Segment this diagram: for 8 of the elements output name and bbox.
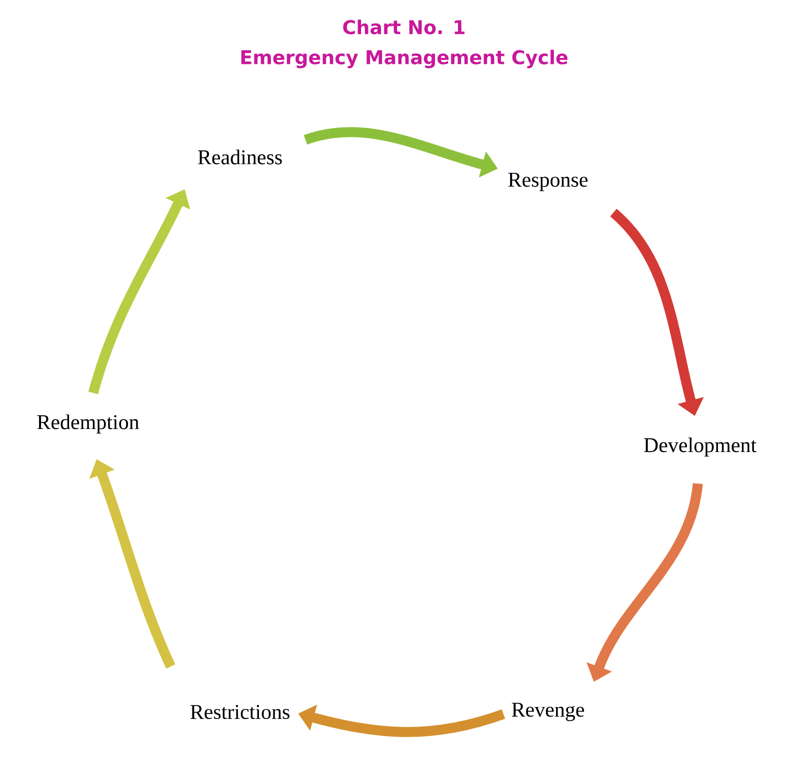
node-label: Development <box>644 437 756 456</box>
node-label: Restrictions <box>190 704 290 720</box>
node-label: Response <box>508 172 588 192</box>
node-label: Readiness <box>198 150 282 164</box>
node-label: Revenge <box>512 702 584 722</box>
title: Emergency Management Cycle <box>241 50 568 68</box>
title: Chart No. 1 <box>343 20 464 34</box>
node-label: Redemption <box>37 414 140 434</box>
